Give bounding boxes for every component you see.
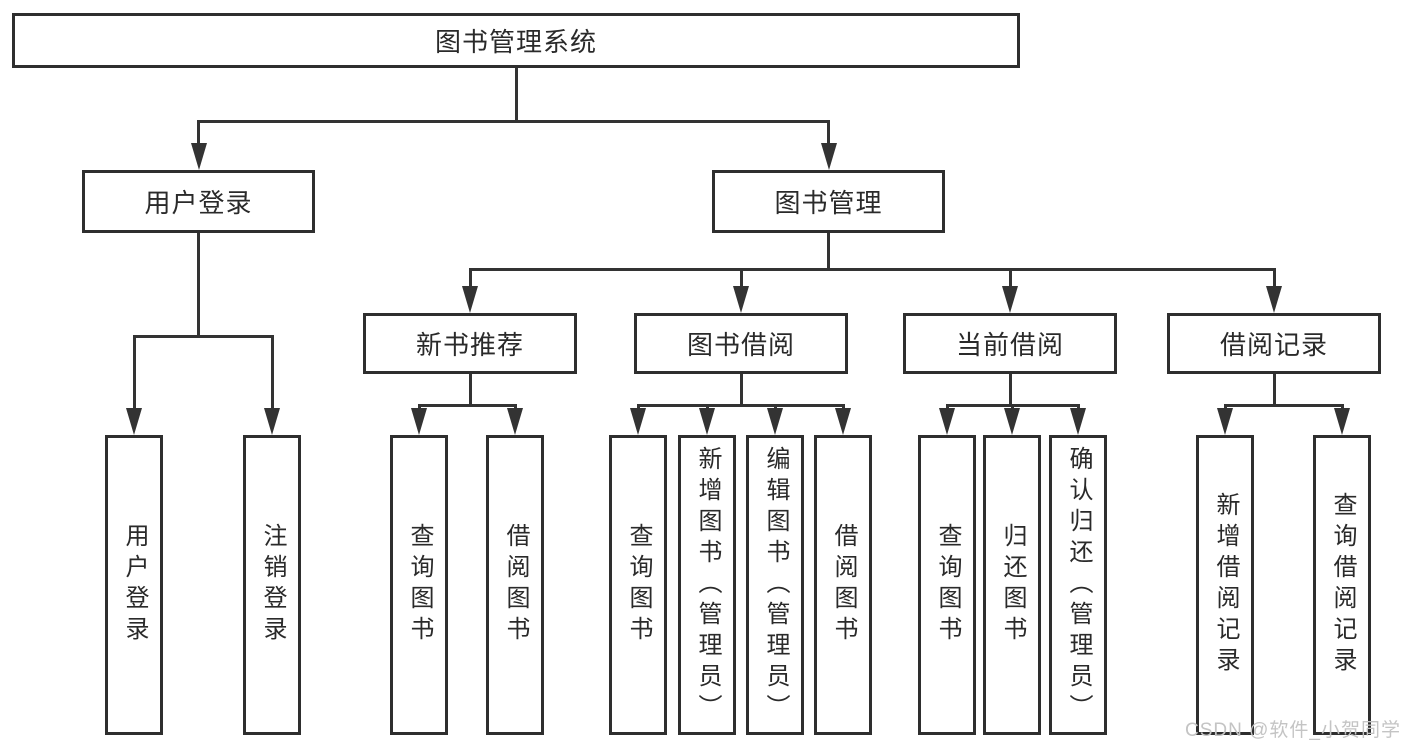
connector-line (132, 335, 274, 338)
leaf-borrow-book-1-label: 借阅图书 (502, 523, 529, 647)
leaf-edit-book-admin-label: 编辑图书（管理员） (762, 445, 789, 725)
node-current-borrow: 当前借阅 (903, 313, 1117, 374)
leaf-return-book-label: 归还图书 (999, 523, 1026, 647)
node-borrow-record-label: 借阅记录 (1219, 330, 1328, 360)
connector-line (739, 268, 743, 288)
leaf-user-login-label: 用户登录 (121, 523, 148, 647)
leaf-query-borrow-record-label: 查询借阅记录 (1329, 492, 1356, 678)
connector-line (132, 335, 136, 409)
connector-line (514, 68, 518, 120)
connector-line (1008, 374, 1012, 404)
connector-line (468, 268, 472, 288)
leaf-borrow-book-2-label: 借阅图书 (830, 523, 857, 647)
leaf-add-borrow-record-label: 新增借阅记录 (1212, 492, 1239, 678)
node-new-book-recommend-label: 新书推荐 (415, 330, 524, 360)
connector-line (827, 233, 830, 268)
leaf-query-borrow-record: 查询借阅记录 (1313, 435, 1371, 735)
connector-line (636, 404, 844, 407)
connector-line (417, 404, 517, 407)
leaf-borrow-book-2: 借阅图书 (814, 435, 872, 735)
leaf-confirm-return-admin-label: 确认归还（管理员） (1065, 445, 1092, 725)
connector-line (468, 268, 1276, 271)
leaf-logout-label: 注销登录 (259, 523, 286, 647)
leaf-add-borrow-record: 新增借阅记录 (1196, 435, 1254, 735)
node-current-borrow-label: 当前借阅 (955, 330, 1064, 360)
arrow-down-icon (1334, 408, 1350, 435)
leaf-add-book-admin-label: 新增图书（管理员） (694, 445, 721, 725)
arrow-down-icon (1070, 408, 1086, 435)
leaf-edit-book-admin: 编辑图书（管理员） (746, 435, 804, 735)
connector-line (1272, 268, 1276, 288)
node-root: 图书管理系统 (12, 13, 1020, 68)
arrow-down-icon (1266, 286, 1282, 313)
leaf-query-book-3: 查询图书 (918, 435, 976, 735)
csdn-watermark: CSDN @软件_小贺同学 (1185, 720, 1401, 741)
leaf-query-book-2: 查询图书 (609, 435, 667, 735)
arrow-down-icon (939, 408, 955, 435)
connector-line (827, 120, 830, 146)
arrow-down-icon (733, 286, 749, 313)
leaf-query-book-1: 查询图书 (390, 435, 448, 735)
leaf-query-book-1-label: 查询图书 (406, 523, 433, 647)
connector-line (468, 374, 472, 404)
leaf-user-login: 用户登录 (105, 435, 163, 735)
arrow-down-icon (767, 408, 783, 435)
node-user-login-label: 用户登录 (144, 188, 253, 218)
node-book-management-label: 图书管理 (774, 188, 883, 218)
leaf-confirm-return-admin: 确认归还（管理员） (1049, 435, 1107, 735)
arrow-down-icon (190, 143, 207, 170)
connector-line (197, 120, 200, 146)
arrow-down-icon (630, 408, 646, 435)
connector-line (1272, 374, 1276, 404)
arrow-down-icon (699, 408, 715, 435)
node-borrow-record: 借阅记录 (1167, 313, 1381, 374)
arrow-down-icon (835, 408, 851, 435)
node-user-login: 用户登录 (82, 170, 315, 233)
connector-line (1223, 404, 1343, 407)
leaf-query-book-2-label: 查询图书 (625, 523, 652, 647)
arrow-down-icon (411, 408, 427, 435)
arrow-down-icon (462, 286, 478, 313)
connector-line (197, 120, 830, 123)
leaf-logout: 注销登录 (243, 435, 301, 735)
node-book-borrow-label: 图书借阅 (686, 330, 795, 360)
connector-line (197, 233, 200, 335)
arrow-down-icon (507, 408, 523, 435)
leaf-return-book: 归还图书 (983, 435, 1041, 735)
connector-line (739, 374, 743, 404)
connector-line (1008, 268, 1012, 288)
node-book-borrow: 图书借阅 (634, 313, 848, 374)
node-root-label: 图书管理系统 (434, 27, 597, 57)
node-book-management: 图书管理 (712, 170, 945, 233)
arrow-down-icon (1002, 286, 1018, 313)
leaf-query-book-3-label: 查询图书 (934, 523, 961, 647)
leaf-add-book-admin: 新增图书（管理员） (678, 435, 736, 735)
leaf-borrow-book-1: 借阅图书 (486, 435, 544, 735)
node-new-book-recommend: 新书推荐 (363, 313, 577, 374)
arrow-down-icon (820, 143, 837, 170)
arrow-down-icon (1217, 408, 1233, 435)
arrow-down-icon (1004, 408, 1020, 435)
connector-line (270, 335, 274, 409)
arrow-down-icon (126, 408, 142, 435)
arrow-down-icon (264, 408, 280, 435)
